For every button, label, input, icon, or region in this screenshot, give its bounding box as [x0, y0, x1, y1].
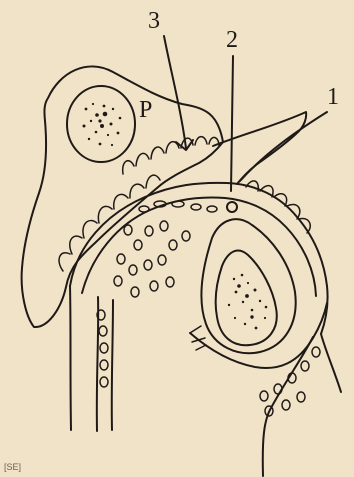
inner-body-speckles: [228, 274, 268, 330]
leader-2: [231, 56, 233, 191]
label-3: 3: [148, 8, 160, 34]
corner-mark: [SE]: [4, 462, 21, 472]
villi-top: [123, 137, 219, 174]
upper-right-outline: [213, 112, 306, 184]
label-p: P: [139, 97, 152, 123]
inner-body-outer: [201, 219, 295, 353]
label-1: 1: [327, 84, 339, 110]
left-outline: [22, 66, 223, 327]
inner-body-inner: [216, 251, 277, 346]
label-2: 2: [226, 27, 238, 53]
villi-left: [59, 175, 160, 271]
leader-3: [164, 36, 186, 148]
small-branch: [190, 326, 206, 350]
lower-right-channel: [263, 334, 341, 476]
lower-left-channel: [70, 286, 113, 431]
target-point: [227, 202, 237, 212]
leader-1: [240, 112, 327, 181]
p-nucleus-outline: [67, 86, 135, 162]
lower-middle-outline: [190, 303, 327, 368]
p-nucleus-speckles: [83, 103, 122, 146]
